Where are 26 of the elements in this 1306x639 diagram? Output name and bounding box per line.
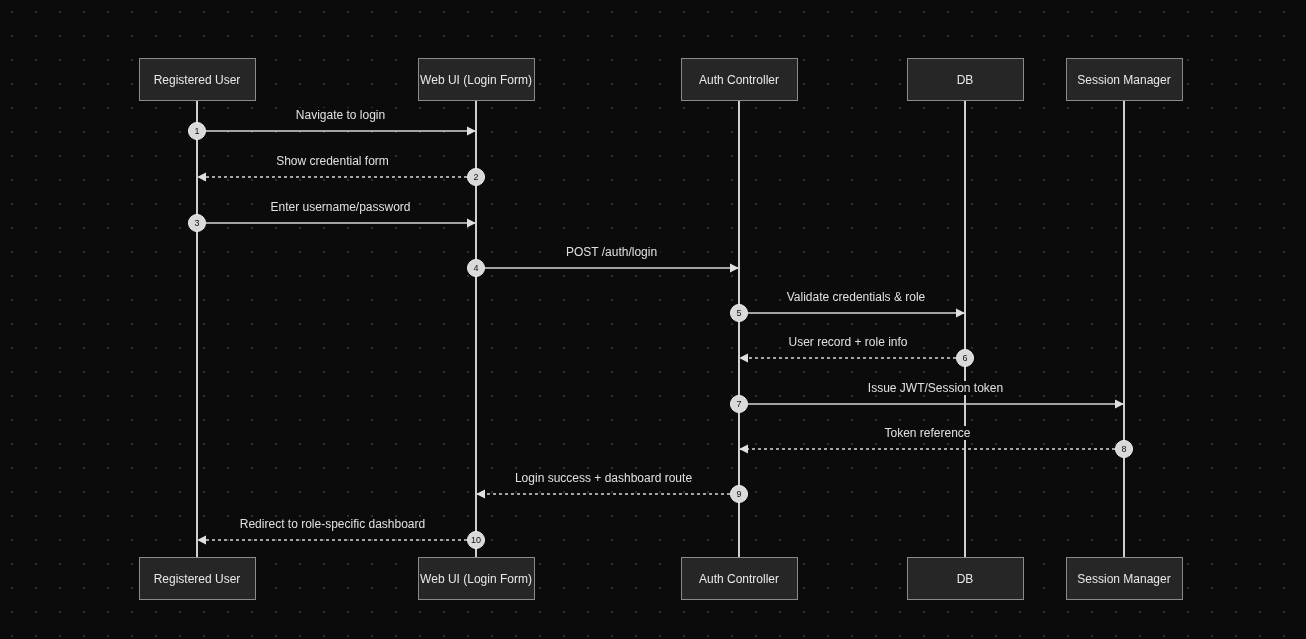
participant-box: Registered User	[138, 557, 256, 600]
lifeline	[196, 101, 198, 557]
lifeline	[964, 101, 966, 557]
participant-box: Web UI (Login Form)	[417, 58, 535, 101]
message-arrow	[484, 263, 739, 273]
message-arrow	[747, 308, 965, 318]
lifeline	[738, 101, 740, 557]
message-arrow	[747, 399, 1124, 409]
dashed-reply-arrow	[197, 172, 468, 182]
participant-box: Registered User	[138, 58, 256, 101]
participant-box: DB	[906, 58, 1024, 101]
dashed-reply-arrow	[739, 353, 957, 363]
message-label: POST /auth/login	[562, 245, 661, 259]
participant-box: Web UI (Login Form)	[417, 557, 535, 600]
dashed-reply-arrow	[739, 444, 1116, 454]
lifeline	[475, 101, 477, 557]
dashed-reply-arrow	[476, 489, 731, 499]
message-arrow	[205, 126, 476, 136]
participant-box: Session Manager	[1065, 557, 1183, 600]
participant-box: Auth Controller	[680, 58, 798, 101]
lifeline	[1123, 101, 1125, 557]
message-arrow	[205, 218, 476, 228]
participant-box: Session Manager	[1065, 58, 1183, 101]
participant-box: DB	[906, 557, 1024, 600]
dashed-reply-arrow	[197, 535, 468, 545]
participant-box: Auth Controller	[680, 557, 798, 600]
